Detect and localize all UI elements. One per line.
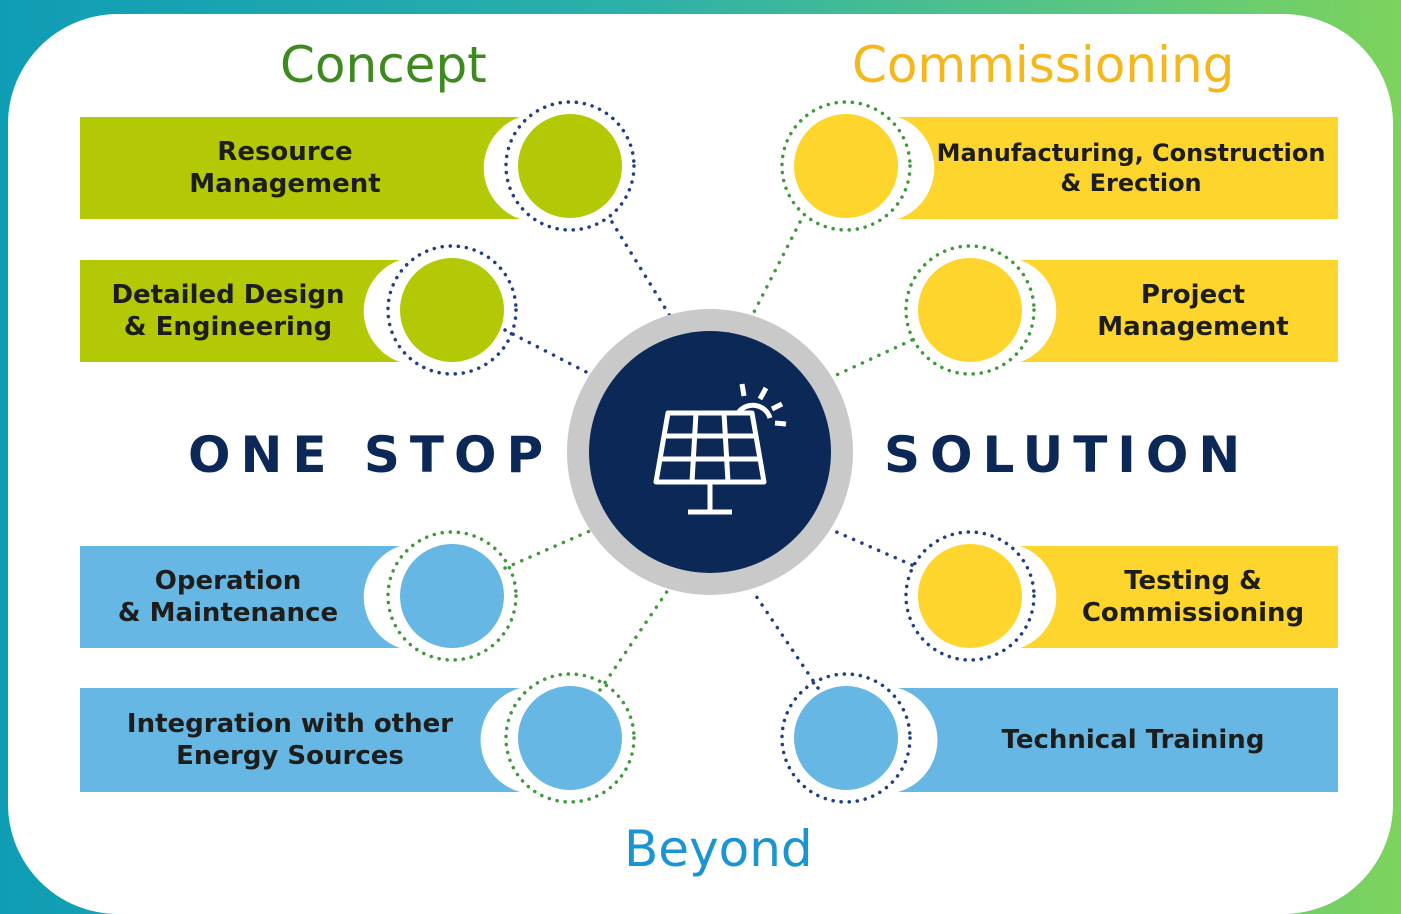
node-resource	[518, 114, 622, 218]
bar-integration	[80, 688, 520, 792]
item-label: Testing & Commissioning	[1081, 565, 1305, 629]
item-technical-training: Technical Training	[928, 688, 1338, 792]
connector-manufacturing	[750, 220, 802, 318]
node-integration	[518, 686, 622, 790]
bar-project	[1020, 260, 1338, 362]
node-training	[794, 686, 898, 790]
bar-operation	[80, 546, 400, 648]
node-operation	[400, 544, 504, 648]
node-testing	[918, 544, 1022, 648]
banner-solution: SOLUTION	[884, 426, 1251, 484]
connector-operation	[503, 528, 594, 570]
item-testing-commissioning: Testing & Commissioning	[1048, 546, 1338, 648]
bar-design	[80, 260, 400, 362]
item-label: Operation & Maintenance	[117, 565, 339, 629]
ring-resource	[504, 100, 636, 232]
bar-manufacturing	[898, 117, 1338, 219]
ring-integration	[504, 672, 636, 804]
connector-resource	[610, 220, 672, 318]
item-detailed-design: Detailed Design & Engineering	[80, 260, 376, 362]
section-title-commissioning: Commissioning	[852, 36, 1235, 94]
item-label: Integration with other Energy Sources	[126, 708, 454, 772]
item-label: Technical Training	[1001, 724, 1265, 755]
ring-training	[780, 672, 912, 804]
item-integration: Integration with other Energy Sources	[80, 688, 500, 792]
banner-one-stop: ONE STOP	[188, 426, 554, 484]
bar-resource	[80, 117, 520, 219]
ring-design	[386, 244, 518, 376]
solar-panel-icon	[653, 383, 787, 515]
diagram-graphics	[80, 100, 1338, 804]
section-title-concept: Concept	[280, 36, 487, 94]
item-label: Manufacturing, Construction & Erection	[936, 139, 1326, 197]
item-label: Resource Management	[189, 136, 381, 200]
item-label: Detailed Design & Engineering	[111, 279, 345, 343]
connector-training	[750, 588, 820, 690]
item-resource-management: Resource Management	[80, 117, 490, 219]
node-design	[400, 258, 504, 362]
item-label: Project Management	[1097, 279, 1289, 343]
bar-testing	[1020, 546, 1338, 648]
item-manufacturing: Manufacturing, Construction & Erection	[928, 117, 1334, 219]
node-project	[918, 258, 1022, 362]
ring-project	[904, 244, 1036, 376]
bar-training	[898, 688, 1338, 792]
connector-design	[503, 328, 594, 377]
node-manufacturing	[794, 114, 898, 218]
ring-operation	[386, 530, 518, 662]
ring-testing	[904, 530, 1036, 662]
connector-project	[828, 338, 914, 380]
connector-integration	[598, 588, 670, 692]
section-title-beyond: Beyond	[624, 820, 813, 878]
hub-core	[589, 331, 831, 573]
item-project-management: Project Management	[1048, 260, 1338, 362]
connector-testing	[830, 528, 914, 567]
ring-manufacturing	[780, 100, 912, 232]
item-operation-maintenance: Operation & Maintenance	[80, 546, 376, 648]
